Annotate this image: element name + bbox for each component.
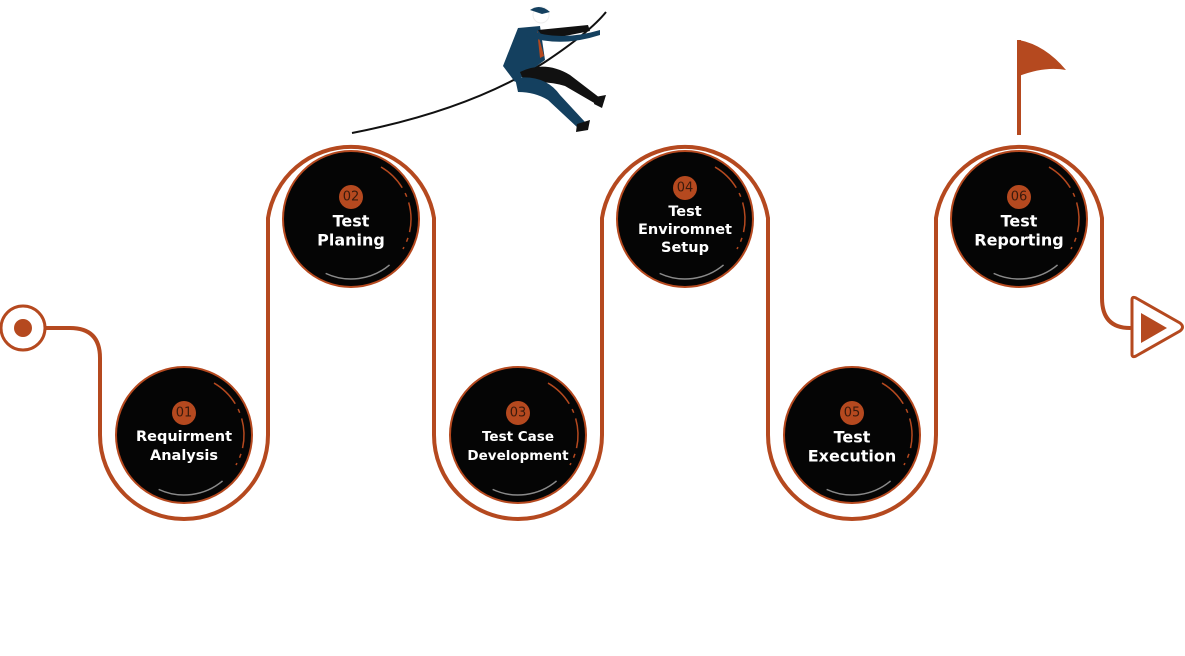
stage-label: Test Case xyxy=(482,429,554,445)
businessman-on-rope-icon xyxy=(503,6,606,132)
stage-circle xyxy=(449,366,587,504)
stage-label: Analysis xyxy=(150,448,218,464)
stage-label: Enviromnet xyxy=(638,222,732,238)
decorative-arc xyxy=(325,264,391,280)
stage-label: Test xyxy=(1001,212,1038,231)
stage-label: Execution xyxy=(808,447,897,466)
decorative-arc xyxy=(881,382,913,466)
decorative-arc xyxy=(659,264,725,280)
start-target-icon xyxy=(0,304,47,352)
decorative-arc xyxy=(826,480,892,496)
stage-number: 02 xyxy=(343,190,360,205)
stage-circle xyxy=(950,150,1088,288)
stage-label: Test xyxy=(333,212,370,231)
decorative-arc xyxy=(492,480,558,496)
stage-label: Test xyxy=(834,428,871,447)
decorative-arc xyxy=(714,166,746,250)
stage-number: 06 xyxy=(1011,190,1028,205)
flag-icon xyxy=(1017,40,1066,135)
stage-label: Development xyxy=(467,448,569,464)
stage-number-badge xyxy=(172,401,196,425)
stage-number-badge xyxy=(673,176,697,200)
stage-label: Requirment xyxy=(136,429,232,445)
stage-circle xyxy=(282,150,420,288)
decorative-arc xyxy=(547,382,579,466)
stage-number: 04 xyxy=(677,181,694,196)
stage-number: 03 xyxy=(510,406,527,421)
stage-circle xyxy=(115,366,253,504)
stage-label: Reporting xyxy=(974,231,1063,250)
stage-nodes: 01RequirmentAnalysis02TestPlaning03Test … xyxy=(115,150,1088,504)
decorative-arc xyxy=(1048,166,1080,250)
stage-label: Setup xyxy=(661,240,709,256)
decorative-arc xyxy=(380,166,412,250)
play-arrow-icon xyxy=(1130,295,1184,359)
stage-number-badge xyxy=(506,401,530,425)
decorative-arc xyxy=(213,382,245,466)
stage-circle xyxy=(783,366,921,504)
stage-number-badge xyxy=(1007,185,1031,209)
stage-number: 05 xyxy=(844,406,861,421)
serpentine-path xyxy=(44,144,1132,521)
stage-label: Planing xyxy=(317,231,385,250)
decorative-arc xyxy=(158,480,224,496)
decorative-arc xyxy=(993,264,1059,280)
stage-number-badge xyxy=(339,185,363,209)
stage-circle xyxy=(616,150,754,288)
stage-number: 01 xyxy=(176,406,193,421)
stage-label: Test xyxy=(668,204,701,220)
stage-number-badge xyxy=(840,401,864,425)
